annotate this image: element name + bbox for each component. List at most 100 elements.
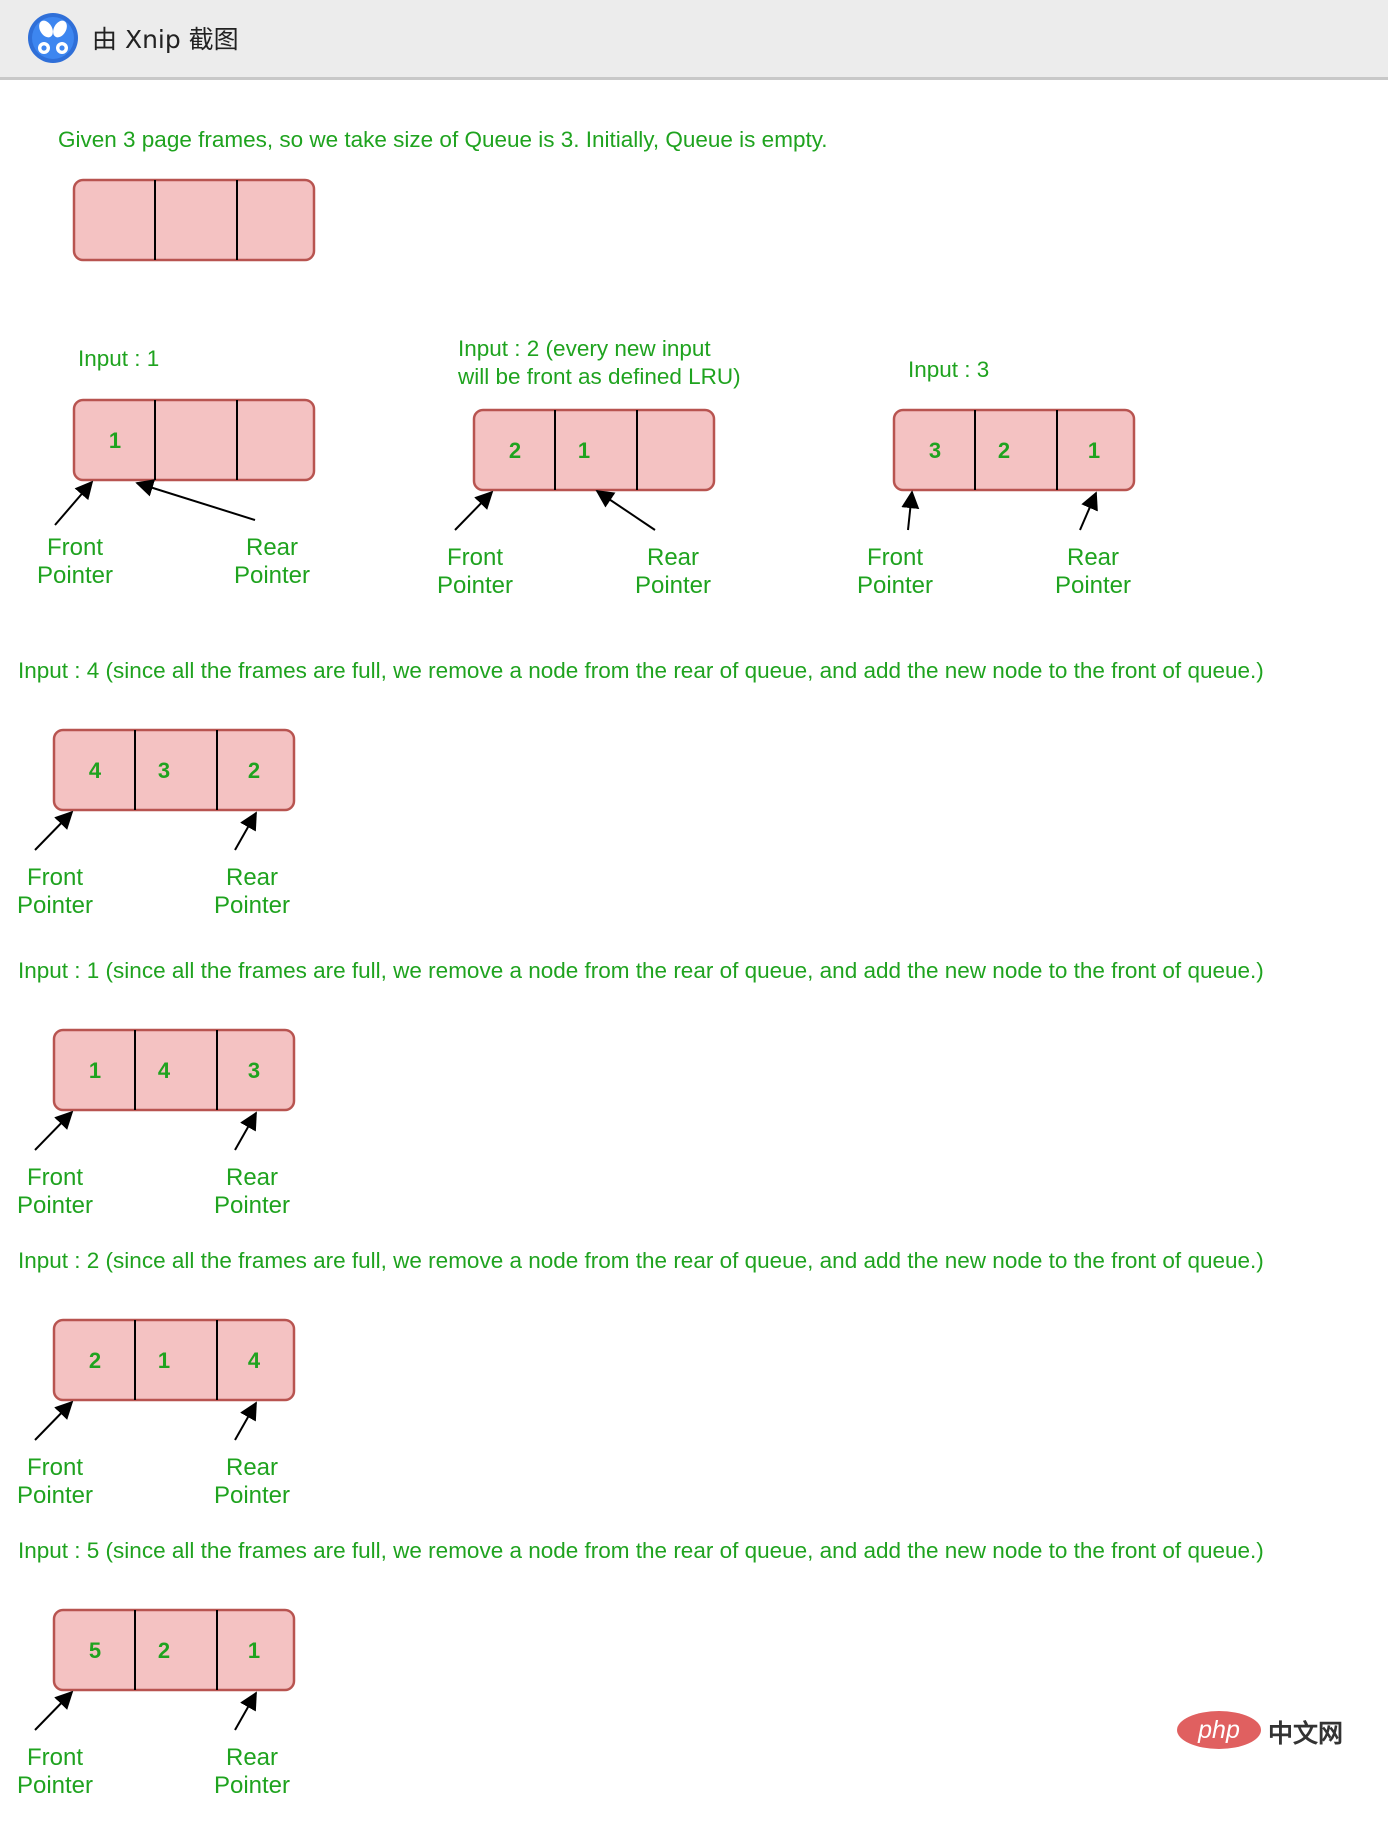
php-logo-icon: php bbox=[1177, 1711, 1261, 1749]
queue-cell-value: 1 bbox=[109, 428, 121, 453]
front-pointer-arrow bbox=[54, 480, 94, 526]
rear-pointer-label-line: Pointer bbox=[635, 572, 711, 599]
step-caption: Input : 5 (since all the frames are full… bbox=[18, 1538, 1264, 1563]
xnip-app-icon bbox=[28, 13, 78, 63]
empty-queue bbox=[72, 178, 316, 262]
php-logo-text: php bbox=[1197, 1716, 1240, 1744]
queue-cell-value: 3 bbox=[248, 1058, 260, 1083]
rear-pointer-label-line: Pointer bbox=[234, 562, 310, 589]
step-caption: Input : 3 bbox=[908, 357, 989, 382]
rear-pointer-label-line: Rear bbox=[226, 864, 278, 891]
queue-cell-value: 1 bbox=[1088, 438, 1100, 463]
rear-pointer-label-line: Rear bbox=[647, 544, 699, 571]
step-caption-line: Input : 2 (since all the frames are full… bbox=[18, 1248, 1264, 1273]
queue-frame bbox=[892, 408, 1136, 492]
queue-frame bbox=[472, 408, 716, 492]
front-pointer-arrow bbox=[34, 1400, 74, 1441]
front-pointer-label-line: Front bbox=[27, 1164, 83, 1191]
front-pointer-label-line: Pointer bbox=[857, 572, 933, 599]
front-pointer-arrow bbox=[901, 490, 920, 531]
front-pointer-arrow bbox=[34, 1110, 74, 1151]
queue-step: 4 3 2 bbox=[52, 728, 296, 812]
queue-frame bbox=[52, 1608, 296, 1692]
rear-pointer-label-line: Rear bbox=[226, 1164, 278, 1191]
rear-pointer-arrow bbox=[595, 489, 656, 531]
queue-cell-value: 1 bbox=[158, 1348, 170, 1373]
step-caption-line: Input : 2 (every new input bbox=[458, 336, 711, 361]
queue-cell-value: 5 bbox=[89, 1638, 101, 1663]
rear-pointer-arrow bbox=[1079, 491, 1098, 531]
queue-cell-value: 4 bbox=[89, 758, 102, 783]
front-pointer-label-line: Front bbox=[27, 1744, 83, 1771]
queue-cell-value: 4 bbox=[248, 1348, 261, 1373]
queue-cell-value: 1 bbox=[248, 1638, 260, 1663]
rear-pointer-label-line: Rear bbox=[226, 1454, 278, 1481]
queue-cell-value: 3 bbox=[929, 438, 941, 463]
window-titlebar: 由 Xnip 截图 bbox=[0, 0, 1388, 80]
rear-pointer-arrow bbox=[234, 1401, 257, 1441]
queue-cell-value: 1 bbox=[89, 1058, 101, 1083]
intro-caption-line: Given 3 page frames, so we take size of … bbox=[58, 127, 828, 152]
queue-frame bbox=[52, 1318, 296, 1402]
queue-cell-value: 3 bbox=[158, 758, 170, 783]
step-caption-line: Input : 4 (since all the frames are full… bbox=[18, 658, 1264, 683]
rear-pointer-label-line: Rear bbox=[226, 1744, 278, 1771]
queue-step: 5 2 1 bbox=[52, 1608, 296, 1692]
front-pointer-label-line: Pointer bbox=[17, 1772, 93, 1799]
rear-pointer-arrow bbox=[234, 1111, 257, 1151]
queue-frame bbox=[52, 1028, 296, 1112]
queue-step: 1 bbox=[72, 398, 316, 482]
watermark-text: 中文网 bbox=[1268, 1719, 1344, 1748]
front-pointer-arrow bbox=[34, 810, 74, 851]
front-pointer-label-line: Front bbox=[867, 544, 923, 571]
rear-pointer-arrow bbox=[234, 811, 257, 851]
rear-pointer-label-line: Rear bbox=[246, 534, 298, 561]
queue-step: 3 2 1 bbox=[892, 408, 1136, 492]
step-caption-line: Input : 1 bbox=[78, 346, 159, 371]
queue-cell-value: 2 bbox=[158, 1638, 170, 1663]
front-pointer-label-line: Front bbox=[27, 1454, 83, 1481]
rear-pointer-label-line: Rear bbox=[1067, 544, 1119, 571]
rear-pointer-label-line: Pointer bbox=[214, 1192, 290, 1219]
front-pointer-label-line: Front bbox=[27, 864, 83, 891]
step-caption: Input : 2 (since all the frames are full… bbox=[18, 1248, 1264, 1273]
rear-pointer-label-line: Pointer bbox=[1055, 572, 1131, 599]
front-pointer-label-line: Pointer bbox=[17, 892, 93, 919]
rear-pointer-label-line: Pointer bbox=[214, 1772, 290, 1799]
front-pointer-label-line: Pointer bbox=[17, 1192, 93, 1219]
front-pointer-label-line: Front bbox=[47, 534, 103, 561]
front-pointer-label-line: Pointer bbox=[17, 1482, 93, 1509]
step-caption-line: Input : 3 bbox=[908, 357, 989, 382]
queue-frame bbox=[72, 398, 316, 482]
queue-frame bbox=[72, 178, 316, 262]
step-caption: Input : 1 (since all the frames are full… bbox=[18, 958, 1264, 983]
rear-pointer-label-line: Pointer bbox=[214, 1482, 290, 1509]
front-pointer-arrow bbox=[34, 1690, 74, 1731]
front-pointer-label-line: Front bbox=[447, 544, 503, 571]
lru-queue-diagram: Given 3 page frames, so we take size of … bbox=[17, 127, 1264, 1799]
queue-cell-value: 2 bbox=[509, 438, 521, 463]
window-title: 由 Xnip 截图 bbox=[92, 25, 239, 54]
queue-cell-value: 2 bbox=[248, 758, 260, 783]
queue-cell-value: 4 bbox=[158, 1058, 171, 1083]
step-caption: Input : 4 (since all the frames are full… bbox=[18, 658, 1264, 683]
intro-caption: Given 3 page frames, so we take size of … bbox=[58, 127, 828, 152]
front-pointer-label-line: Pointer bbox=[437, 572, 513, 599]
queue-cell-value: 2 bbox=[998, 438, 1010, 463]
